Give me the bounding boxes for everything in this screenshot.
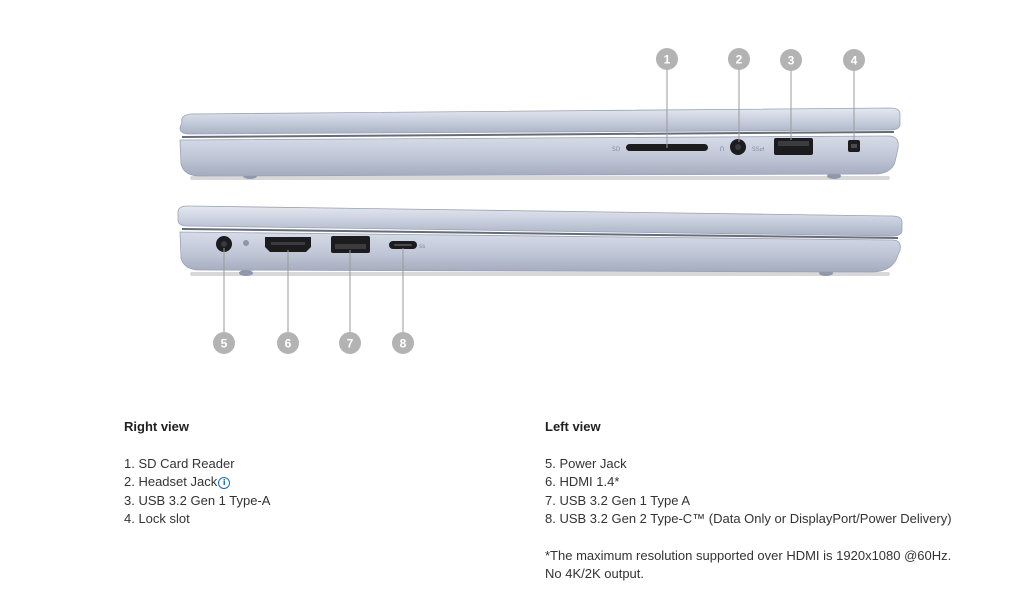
callout-badge-6: 6 bbox=[277, 332, 299, 354]
list-item-text: 8. USB 3.2 Gen 2 Type-C™ (Data Only or D… bbox=[545, 511, 952, 526]
left-view-section: Left view 5. Power Jack 6. HDMI 1.4* 7. … bbox=[545, 418, 1005, 584]
callout-badge-3: 3 bbox=[780, 49, 802, 71]
list-item-text: 5. Power Jack bbox=[545, 455, 627, 471]
list-item: 4. Lock slot bbox=[124, 510, 504, 529]
info-circle-icon[interactable]: i bbox=[218, 477, 231, 489]
laptop-side-views: SD ∩ SS⇄ 1 2 3 4 bbox=[177, 48, 903, 354]
callout-badge-2: 2 bbox=[728, 48, 750, 70]
power-jack-inner bbox=[221, 241, 227, 247]
callout-number-4: 4 bbox=[851, 54, 858, 68]
list-item: 8. USB 3.2 Gen 2 Type-C™ (Data Only or D… bbox=[545, 510, 1005, 529]
left-view-lid bbox=[177, 205, 903, 237]
callout-number-2: 2 bbox=[736, 53, 743, 67]
callout-badge-4: 4 bbox=[843, 49, 865, 71]
headset-symbol-icon: ∩ bbox=[719, 144, 725, 153]
lock-slot-inner bbox=[851, 144, 857, 148]
list-item-text: 6. HDMI 1.4* bbox=[545, 474, 620, 489]
left-view-foot-left bbox=[239, 270, 253, 276]
right-side-view: SD ∩ SS⇄ 1 2 3 4 bbox=[179, 48, 901, 180]
right-view-lid bbox=[179, 107, 901, 135]
power-led-icon bbox=[243, 240, 249, 246]
callout-badge-1: 1 bbox=[656, 48, 678, 70]
callout-number-5: 5 bbox=[221, 337, 228, 351]
usb-symbol-icon: SS⇄ bbox=[752, 146, 765, 153]
hdmi-footnote: *The maximum resolution supported over H… bbox=[545, 547, 1005, 584]
callout-number-6: 6 bbox=[285, 337, 292, 351]
right-view-section: Right view 1. SD Card Reader 2. Headset … bbox=[124, 418, 504, 529]
callout-number-3: 3 bbox=[788, 54, 795, 68]
callout-number-7: 7 bbox=[347, 337, 354, 351]
list-item: 6. HDMI 1.4* bbox=[545, 473, 1005, 492]
callout-badge-8: 8 bbox=[392, 332, 414, 354]
left-view-seam bbox=[181, 228, 899, 239]
usb-c-port-inner bbox=[394, 244, 412, 246]
callout-badge-5: 5 bbox=[213, 332, 235, 354]
hdmi-port-inner bbox=[271, 242, 305, 245]
left-view-shadow bbox=[190, 272, 890, 276]
usb-a-port-left-tongue bbox=[335, 244, 366, 249]
callout-number-8: 8 bbox=[400, 337, 407, 351]
left-side-view: ss 5 6 7 8 bbox=[177, 205, 903, 354]
list-item-text: 7. USB 3.2 Gen 1 Type A bbox=[545, 492, 691, 508]
usb-c-symbol-icon: ss bbox=[419, 243, 425, 250]
list-item: 1. SD Card Reader bbox=[124, 455, 504, 474]
callout-badge-7: 7 bbox=[339, 332, 361, 354]
right-view-base bbox=[179, 135, 899, 177]
sd-slot-mark: SD bbox=[612, 146, 621, 153]
list-item: 5. Power Jack bbox=[545, 455, 1005, 474]
left-view-port-list: 5. Power Jack 6. HDMI 1.4* 7. USB 3.2 Ge… bbox=[545, 455, 1005, 529]
headset-jack-inner bbox=[735, 144, 741, 150]
callout-number-1: 1 bbox=[664, 53, 671, 67]
list-item-text: 4. Lock slot bbox=[124, 511, 190, 526]
usb-a-port-right bbox=[774, 138, 813, 155]
list-item-text: 2. Headset Jack bbox=[124, 474, 218, 489]
footnote-line-1: *The maximum resolution supported over H… bbox=[545, 547, 952, 563]
right-view-heading: Right view bbox=[124, 419, 190, 434]
list-item-text: 3. USB 3.2 Gen 1 Type-A bbox=[124, 492, 271, 508]
usb-a-port-right-tongue bbox=[778, 141, 809, 146]
list-item: 3. USB 3.2 Gen 1 Type-A bbox=[124, 492, 504, 511]
list-item-text: 1. SD Card Reader bbox=[124, 455, 235, 471]
right-view-shadow bbox=[190, 176, 890, 180]
footnote-line-2: No 4K/2K output. bbox=[545, 566, 645, 581]
right-view-seam bbox=[181, 131, 895, 138]
left-view-heading: Left view bbox=[545, 419, 601, 434]
list-item: 7. USB 3.2 Gen 1 Type A bbox=[545, 492, 1005, 511]
